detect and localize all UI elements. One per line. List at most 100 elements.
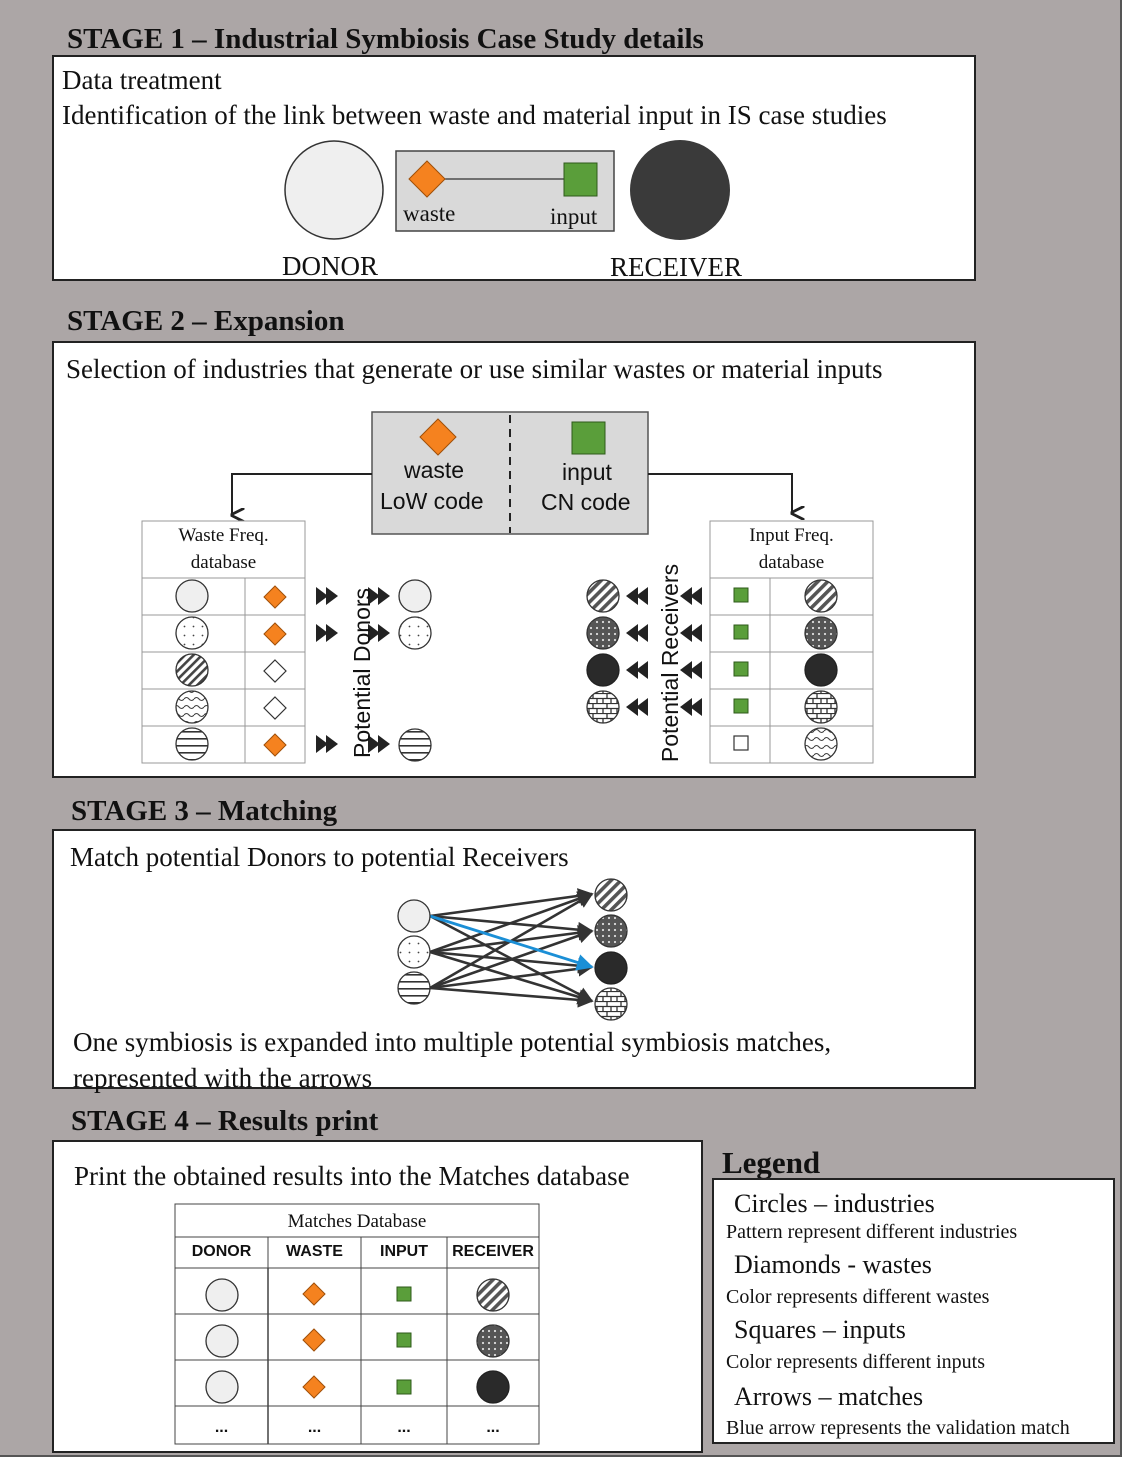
matching-receiver-2: [594, 914, 628, 948]
potential-receiver-3: [586, 653, 620, 687]
matching-donor-3: [397, 971, 431, 1005]
left-connector-arrow: [232, 473, 372, 515]
matching-receiver-3: [594, 951, 628, 985]
stage1-title: STAGE 1 – Industrial Symbiosis Case Stud…: [67, 23, 704, 55]
legend-arrows-heading: Arrows – matches: [734, 1382, 924, 1411]
stage3-panel: Match potential Donors to potential Rece…: [52, 829, 976, 1093]
legend-circles-heading: Circles – industries: [734, 1189, 935, 1218]
stage2-diagram: [141, 411, 874, 764]
input-db-title-1: Input Freq.: [749, 525, 834, 546]
waste-db-industry-3: [175, 653, 209, 687]
match-row2-donor: [205, 1324, 239, 1358]
stage4-title: STAGE 4 – Results print: [71, 1105, 379, 1137]
input-db-square-icon-5: [733, 735, 749, 751]
legend-diamonds-note: Color represents different wastes: [726, 1286, 990, 1308]
stage1-panel: Data treatment Identification of the lin…: [52, 55, 976, 281]
waste-db-diamond-icon-2: [263, 622, 287, 646]
potential-receiver-4: [586, 690, 620, 724]
validation-match-arrow: [429, 914, 594, 971]
match-row1-receiver: [476, 1278, 510, 1312]
stage3-footer-2: represented with the arrows: [73, 1063, 373, 1093]
waste-db-diamond-icon-3: [263, 659, 287, 683]
potential-receiver-1: [586, 579, 620, 613]
match-row2-input-icon: [396, 1332, 412, 1348]
waste-db-industry-4: [175, 690, 209, 724]
receiver-label: RECEIVER: [610, 252, 742, 282]
match-row2-receiver: [476, 1324, 510, 1358]
waste-diamond-icon: [408, 160, 446, 198]
potential-donor-1: [398, 579, 432, 613]
waste-db-industry-2: [175, 616, 209, 650]
legend-arrows-note: Blue arrow represents the validation mat…: [726, 1417, 1070, 1439]
waste-db-diamond-icon-1: [263, 585, 287, 609]
legend-diamonds-heading: Diamonds - wastes: [734, 1250, 932, 1279]
legend-title: Legend: [722, 1145, 821, 1180]
input-db-square-icon-1: [733, 587, 749, 603]
code-waste-code: LoW code: [380, 488, 484, 514]
col-receiver: RECEIVER: [452, 1243, 534, 1260]
donor-arrows-row1: [316, 587, 390, 605]
ellipsis-input: ...: [397, 1419, 411, 1436]
waste-db-diamond-icon-5: [263, 733, 287, 757]
input-db-industry-2: [804, 616, 838, 650]
match-row1-input-icon: [396, 1286, 412, 1302]
right-connector-arrow: [648, 473, 792, 513]
match-row3-receiver: [476, 1370, 510, 1404]
match-row3-donor: [205, 1370, 239, 1404]
input-db-industry-3: [804, 653, 838, 687]
stage1-diagram: [284, 140, 730, 240]
matching-receiver-1: [594, 878, 628, 912]
matches-table-title: Matches Database: [287, 1211, 427, 1232]
potential-donor-2: [398, 616, 432, 650]
donor-arrows-row2: [316, 624, 390, 642]
stage4-description: Print the obtained results into the Matc…: [74, 1161, 630, 1191]
col-waste: WASTE: [286, 1243, 343, 1260]
code-waste-diamond-icon: [419, 418, 457, 456]
input-db-square-icon-4: [733, 698, 749, 714]
donor-circle: [284, 140, 384, 240]
input-db-title-2: database: [758, 552, 825, 573]
waste-db-title-2: database: [190, 552, 257, 573]
match-row1-donor: [205, 1278, 239, 1312]
matches-table-grid: [174, 1236, 540, 1445]
stage3-footer-1: One symbiosis is expanded into multiple …: [73, 1027, 832, 1057]
receiver-arrows: [626, 587, 702, 716]
matches-database-table: [174, 1203, 540, 1445]
donor-label: DONOR: [282, 251, 379, 281]
ellipsis-waste: ...: [307, 1419, 322, 1436]
input-square-icon: [563, 162, 598, 197]
stage4-panel: Print the obtained results into the Matc…: [52, 1140, 703, 1453]
input-db-industry-5: [804, 727, 838, 761]
waste-db-diamond-icon-4: [263, 696, 287, 720]
stage1-waste-label: waste: [403, 201, 456, 226]
matching-receiver-4: [594, 987, 628, 1021]
legend-squares-note: Color represents different inputs: [726, 1351, 986, 1373]
match-row1-waste-icon: [302, 1282, 326, 1306]
stage2-title: STAGE 2 – Expansion: [67, 305, 345, 337]
code-input-label: input: [562, 459, 612, 485]
input-db-square-icon-3: [733, 661, 749, 677]
stage1-line1: Data treatment: [62, 65, 222, 95]
input-db-square-icon-2: [733, 624, 749, 640]
code-input-code: CN code: [541, 489, 631, 515]
match-row3-waste-icon: [302, 1375, 326, 1399]
potential-donors-label: Potential Donors: [349, 587, 375, 758]
legend-squares-heading: Squares – inputs: [734, 1315, 906, 1344]
matches-table-title-cell: [174, 1203, 540, 1238]
match-arrows: [429, 888, 594, 1008]
donor-arrows-row5: [316, 735, 390, 753]
code-waste-label: waste: [404, 457, 465, 483]
col-donor: DONOR: [191, 1243, 252, 1260]
stage1-input-label: input: [550, 204, 598, 229]
potential-donor-3: [398, 728, 432, 762]
stage3-title: STAGE 3 – Matching: [71, 795, 338, 827]
potential-receivers-label: Potential Receivers: [657, 563, 683, 763]
waste-db-header-cell: [141, 520, 306, 579]
potential-receiver-2: [586, 616, 620, 650]
waste-db-industry-1: [175, 579, 209, 613]
matching-donor-1: [397, 899, 431, 933]
ellipsis-donor: ...: [214, 1419, 229, 1436]
legend-circles-note: Pattern represent different industries: [726, 1221, 1018, 1243]
stage2-description: Selection of industries that generate or…: [66, 354, 883, 384]
match-row2-waste-icon: [302, 1328, 326, 1352]
